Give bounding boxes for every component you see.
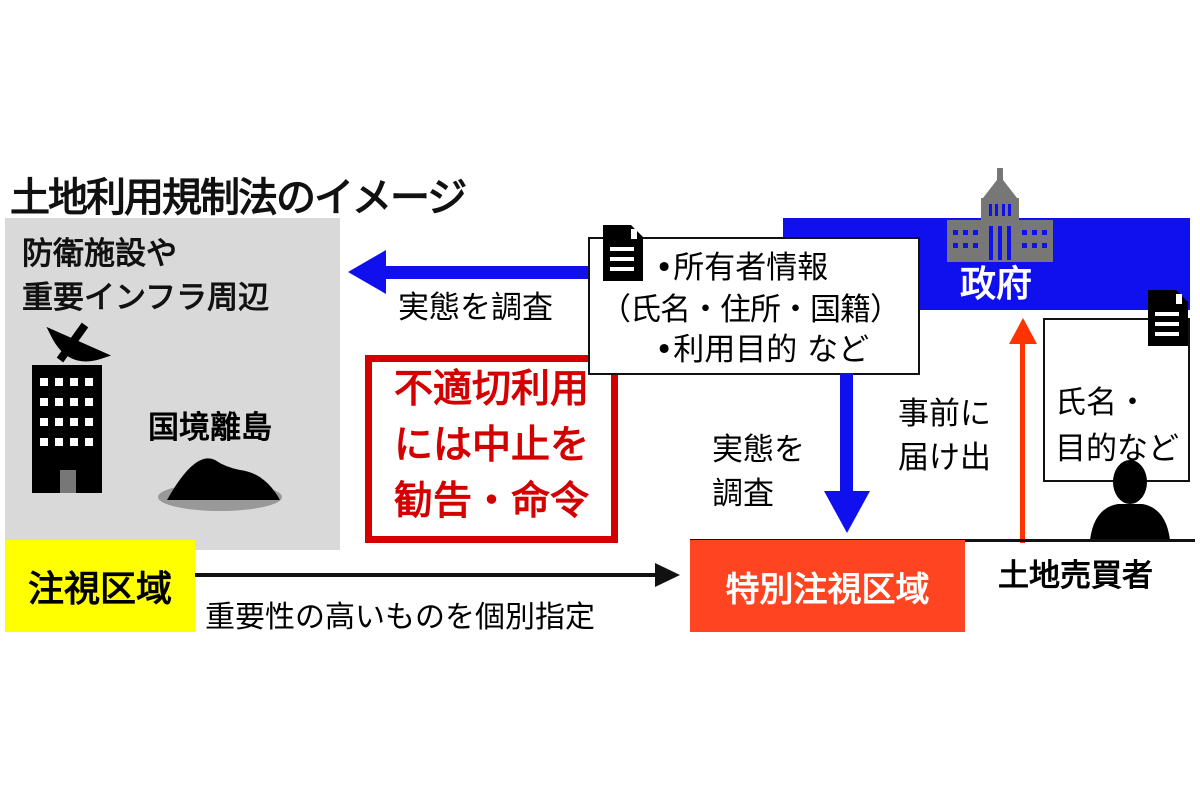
survey-down-label: 実態を 調査 bbox=[712, 428, 805, 516]
warning-box: 不適切利用 には中止を 勧告・命令 bbox=[365, 355, 618, 543]
warning-line2: には中止を bbox=[393, 423, 589, 468]
survey-down-line2: 調査 bbox=[712, 476, 774, 512]
trader-label: 土地売買者 bbox=[998, 558, 1153, 594]
report-line1: 氏名・ bbox=[1055, 385, 1148, 421]
document-icon bbox=[603, 225, 643, 281]
survey-left-arrow bbox=[348, 250, 593, 294]
info-line1: •所有者情報 bbox=[655, 250, 829, 286]
document-icon bbox=[1148, 290, 1188, 346]
island-icon bbox=[158, 458, 282, 511]
watch-zone-box: 注視区域 bbox=[5, 540, 195, 632]
diagram-title: 土地利用規制法のイメージ bbox=[10, 175, 467, 221]
survey-down-line1: 実態を bbox=[712, 432, 805, 468]
notify-line2: 届け出 bbox=[898, 440, 991, 476]
special-zone-box: 特別注視区域 bbox=[690, 540, 965, 632]
warning-line1: 不適切利用 bbox=[393, 367, 589, 412]
notify-label: 事前に 届け出 bbox=[898, 392, 991, 480]
warning-line3: 勧告・命令 bbox=[393, 479, 589, 524]
person-icon bbox=[1090, 460, 1170, 540]
facility-line2: 重要インフラ周辺 bbox=[22, 280, 270, 316]
facility-area-label: 防衛施設や 重要インフラ周辺 bbox=[22, 232, 269, 320]
report-line2: 目的など bbox=[1055, 431, 1179, 467]
government-label: 政府 bbox=[960, 264, 1033, 305]
survey-left-label: 実態を調査 bbox=[398, 290, 553, 326]
info-line3: •利用目的 など bbox=[655, 332, 870, 368]
building-icon bbox=[32, 322, 112, 493]
designation-arrow bbox=[195, 563, 680, 587]
report-label: 氏名・ 目的など bbox=[1055, 380, 1179, 472]
island-label: 国境離島 bbox=[148, 410, 272, 446]
survey-down-arrow bbox=[824, 373, 870, 533]
info-line2: （氏名・住所・国籍） bbox=[600, 292, 901, 328]
parliament-icon bbox=[947, 168, 1053, 262]
facility-line1: 防衛施設や bbox=[22, 236, 177, 272]
notify-line1: 事前に bbox=[898, 396, 991, 432]
designation-label: 重要性の高いものを個別指定 bbox=[205, 600, 595, 635]
notify-arrow bbox=[1009, 318, 1037, 543]
owner-info-box bbox=[588, 237, 920, 375]
